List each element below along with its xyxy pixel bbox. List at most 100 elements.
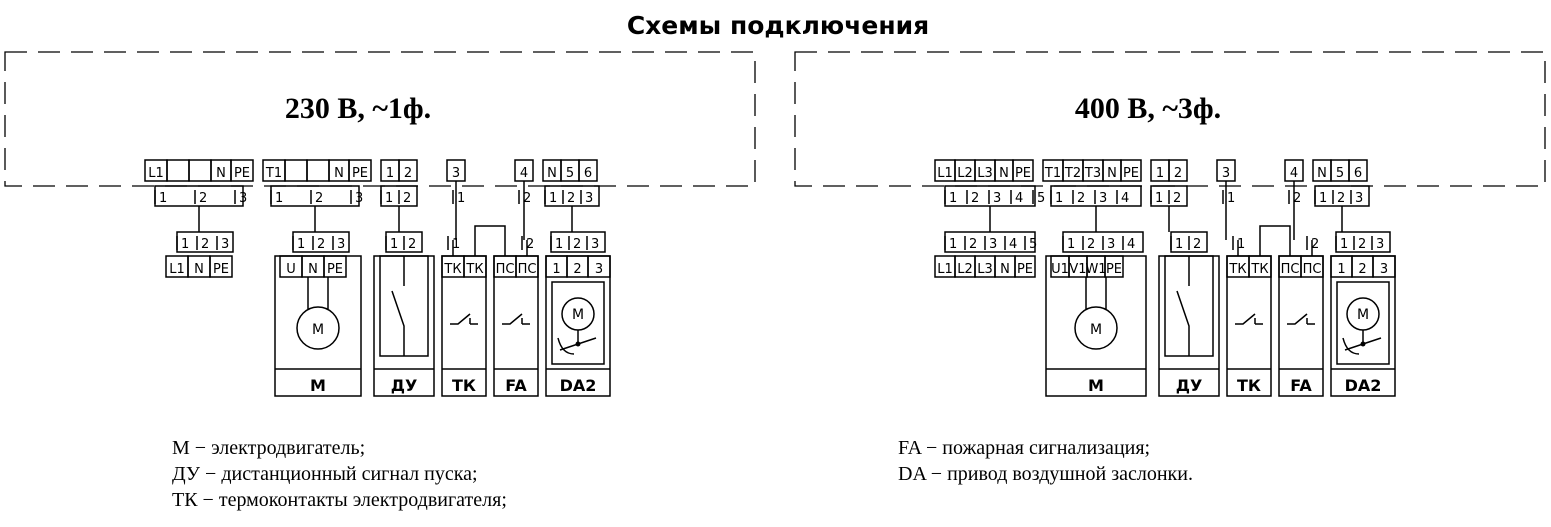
terminal-supply-label: L1: [169, 262, 185, 277]
pins-damper-low-label: 3: [591, 237, 599, 252]
pins-damper-low-label: 1: [555, 237, 563, 252]
loop-wire: [474, 225, 506, 256]
terminal-remote-cell: [398, 159, 418, 182]
terminal-motor-label: PE: [352, 166, 368, 181]
terminal-motor-device-label: PE: [327, 262, 343, 277]
terminal-damper-label: N: [1317, 166, 1327, 181]
switch-symbol: [391, 290, 405, 356]
terminal-motor-label: N: [1107, 166, 1117, 181]
pins-motor-top-label: 3: [1099, 191, 1107, 206]
terminal-thermo-label: 3: [1222, 166, 1230, 181]
terminal-motor-device-label: N: [308, 262, 318, 277]
pins-power-top-label: 5: [1037, 191, 1045, 206]
device-label-DA2: DA2: [1345, 376, 1382, 395]
da-inner: [1336, 281, 1390, 365]
terminal-motor-device-cell: [1104, 255, 1124, 278]
device-label-DU: ДУ: [391, 376, 418, 395]
terminal-motor-label: N: [334, 166, 344, 181]
damper-motor-symbol: M: [1357, 307, 1369, 323]
terminal-damper-label: 6: [1354, 166, 1362, 181]
fire-contact-symbol: [502, 313, 530, 325]
pins-fire-top-label: 2: [1293, 191, 1301, 206]
pins-damper-top-label: 3: [1355, 191, 1363, 206]
terminal-supply-label: L3: [977, 262, 993, 277]
terminal-damper-cell: [1348, 159, 1368, 182]
device-label-DU: ДУ: [1176, 376, 1203, 395]
pins-remote-top-label: 2: [1173, 191, 1181, 206]
pins-power-top-label: 3: [239, 191, 247, 206]
pins-motor-low-label: 2: [317, 237, 325, 252]
pins-power-top-label: 3: [993, 191, 1001, 206]
device-label-M: M: [310, 376, 326, 395]
pins-motor-low-label: 3: [1107, 237, 1115, 252]
pins-fire-low: 2: [1306, 236, 1319, 252]
legend-item: FA − пожарная сигнализация;: [898, 437, 1150, 459]
device-label-TK: ТК: [1237, 376, 1261, 395]
pins-remote-low-label: 2: [1193, 237, 1201, 252]
terminal-power-label: L1: [937, 166, 953, 181]
pins-damper-top-label: 1: [549, 191, 557, 206]
pins-motor-top-label: 3: [355, 191, 363, 206]
terminal-motor-label: PE: [1123, 166, 1139, 181]
pins-power-top-label: 4: [1015, 191, 1023, 206]
terminal-power-cell: [230, 159, 254, 182]
pins-power-top-label: 1: [159, 191, 167, 206]
thermo-contact-symbol: [1235, 313, 1263, 325]
legend-item: M − электродвигатель;: [172, 437, 365, 459]
pins-damper-low-label: 1: [1340, 237, 1348, 252]
terminal-motor-device-label: V1: [1069, 262, 1086, 277]
pins-thermo-low-label: 1: [1237, 237, 1245, 252]
terminal-supply-cell: [209, 255, 233, 278]
pins-thermo-low: 1: [1232, 236, 1245, 252]
terminal-motor-device-label: U: [286, 262, 296, 277]
pins-damper-low-label: 3: [1376, 237, 1384, 252]
pins-motor-top-label: 2: [1077, 191, 1085, 206]
legend: M − электродвигатель;ДУ − дистанционный …: [172, 437, 1193, 511]
pins-power-low-label: 5: [1029, 237, 1037, 252]
pins-remote-low-label: 1: [1175, 237, 1183, 252]
thermo-contact-symbol: [450, 313, 478, 325]
terminal-power-cell: [166, 159, 190, 182]
terminal-supply-label: PE: [1017, 262, 1033, 277]
pins-power-low-label: 1: [181, 237, 189, 252]
terminal-power-cell: [1012, 159, 1034, 182]
terminal-motor-cell: [284, 159, 308, 182]
pins-motor-low-label: 1: [297, 237, 305, 252]
terminal-da-label: 1: [1337, 262, 1345, 277]
terminal-supply-label: L2: [957, 262, 973, 277]
terminal-tk-label: ТК: [443, 262, 461, 277]
pins-thermo-top-label: 1: [1227, 191, 1235, 206]
terminal-fire-label: 4: [520, 166, 528, 181]
terminal-supply-label: N: [194, 262, 204, 277]
pins-power-low-label: 2: [969, 237, 977, 252]
terminal-motor-device-label: W1: [1085, 262, 1106, 277]
pins-remote-top-label: 2: [403, 191, 411, 206]
terminal-motor-cell: [306, 159, 330, 182]
pins-fire-top-label: 2: [523, 191, 531, 206]
terminal-da-cell: [1372, 255, 1396, 278]
terminal-thermo: 3: [446, 159, 466, 182]
terminal-remote-label: 1: [386, 166, 394, 181]
terminal-fa-label: ПС: [496, 262, 515, 277]
terminal-da-cell: [587, 255, 611, 278]
terminal-thermo: 3: [1216, 159, 1236, 182]
damper-pivot: [1360, 341, 1366, 347]
pins-power-low-label: 3: [221, 237, 229, 252]
fire-contact-symbol: [1287, 313, 1315, 325]
